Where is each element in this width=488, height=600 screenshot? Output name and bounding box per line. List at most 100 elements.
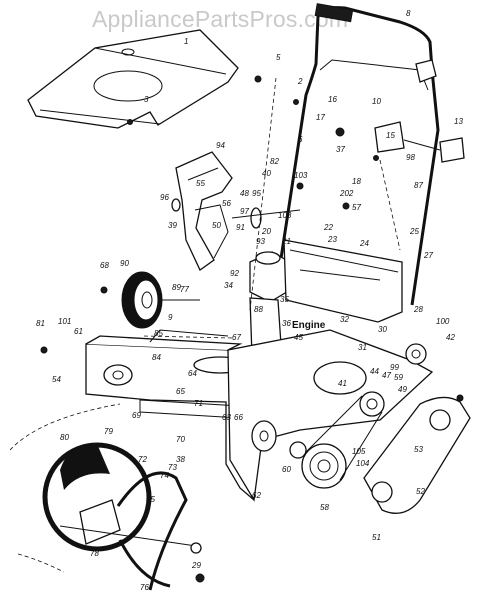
callout-3: 3 xyxy=(144,95,149,104)
callout-58: 58 xyxy=(320,503,329,512)
callout-37: 37 xyxy=(336,145,345,154)
callout-79: 79 xyxy=(104,427,113,436)
callout-94: 94 xyxy=(216,141,225,150)
callout-29: 29 xyxy=(191,561,201,570)
callout-50: 50 xyxy=(212,221,221,230)
callout-55: 55 xyxy=(196,179,205,188)
callout-98: 98 xyxy=(406,153,415,162)
callout-78: 78 xyxy=(90,549,99,558)
callout-8: 8 xyxy=(406,9,411,18)
callout-64: 64 xyxy=(188,369,197,378)
callout-45: 45 xyxy=(294,333,303,342)
callout-62: 62 xyxy=(252,491,261,500)
callout-68: 68 xyxy=(100,261,109,270)
callout-49: 49 xyxy=(398,385,407,394)
callout-22: 22 xyxy=(323,223,333,232)
callout-80: 80 xyxy=(60,433,69,442)
callout-108: 108 xyxy=(278,211,292,220)
callout-38: 38 xyxy=(176,455,185,464)
callout-70: 70 xyxy=(176,435,185,444)
callout-100: 100 xyxy=(436,317,450,326)
callout-31: 31 xyxy=(358,343,367,352)
callout-95: 95 xyxy=(252,189,261,198)
callout-18: 18 xyxy=(352,177,361,186)
callout-52: 52 xyxy=(416,487,425,496)
callout-104: 104 xyxy=(356,459,370,468)
callout-21: 21 xyxy=(281,237,291,246)
callout-61: 61 xyxy=(74,327,83,336)
callout-77: 77 xyxy=(180,285,189,294)
callout-87: 87 xyxy=(414,181,423,190)
callout-34: 34 xyxy=(224,281,233,290)
callout-89: 89 xyxy=(172,283,181,292)
callout-103: 103 xyxy=(294,171,308,180)
callout-30: 30 xyxy=(378,325,387,334)
callout-48: 48 xyxy=(240,189,249,198)
callout-202: 202 xyxy=(339,189,354,198)
callout-85: 85 xyxy=(154,329,163,338)
callout-40: 40 xyxy=(262,169,271,178)
callout-1: 1 xyxy=(184,37,188,46)
callout-66: 66 xyxy=(234,413,243,422)
callout-82: 82 xyxy=(270,157,279,166)
callout-42: 42 xyxy=(446,333,455,342)
callout-75: 75 xyxy=(146,495,155,504)
callout-63: 63 xyxy=(222,413,231,422)
callout-13: 13 xyxy=(454,117,463,126)
callout-9: 9 xyxy=(168,313,173,322)
callout-91: 91 xyxy=(236,223,245,232)
callout-41: 41 xyxy=(338,379,347,388)
callout-60: 60 xyxy=(282,465,291,474)
callout-101: 101 xyxy=(58,317,71,326)
callout-92: 92 xyxy=(230,269,239,278)
callout-16: 16 xyxy=(328,95,337,104)
callout-6: 6 xyxy=(298,135,303,144)
callout-28: 28 xyxy=(413,305,423,314)
callout-73: 73 xyxy=(168,463,177,472)
callout-74: 74 xyxy=(160,471,169,480)
callout-39: 39 xyxy=(168,221,177,230)
callout-54: 54 xyxy=(52,375,61,384)
callout-57: 57 xyxy=(352,203,361,212)
engine xyxy=(249,239,403,361)
callout-17: 17 xyxy=(316,113,325,122)
callout-59: 59 xyxy=(394,373,403,382)
pulleys-belts xyxy=(289,391,385,489)
callout-88: 88 xyxy=(254,305,263,314)
callout-65: 65 xyxy=(176,387,185,396)
top-cover xyxy=(27,29,239,129)
callout-15: 15 xyxy=(386,131,395,140)
callout-51: 51 xyxy=(372,533,381,542)
fasteners xyxy=(40,75,464,583)
callout-99: 99 xyxy=(390,363,399,372)
discharge-chute xyxy=(171,151,301,271)
callout-90: 90 xyxy=(120,259,129,268)
callout-10: 10 xyxy=(372,97,381,106)
wheel xyxy=(121,271,200,329)
callout-81: 81 xyxy=(36,319,45,328)
callout-35: 35 xyxy=(280,295,289,304)
callout-24: 24 xyxy=(359,239,369,248)
callout-5: 5 xyxy=(276,53,281,62)
belt-cover xyxy=(363,396,471,514)
engine-label: Engine xyxy=(292,320,326,331)
callout-32: 32 xyxy=(340,315,349,324)
callout-93: 93 xyxy=(256,237,265,246)
frame xyxy=(227,329,434,502)
callout-76: 76 xyxy=(140,583,149,592)
watermark: AppliancePartsPros.com xyxy=(92,6,349,32)
callout-27: 27 xyxy=(423,251,433,260)
callout-97: 97 xyxy=(240,207,249,216)
callout-84: 84 xyxy=(152,353,161,362)
callout-53: 53 xyxy=(414,445,423,454)
callout-67: 67 xyxy=(232,333,241,342)
callout-2: 2 xyxy=(297,77,303,86)
callout-23: 23 xyxy=(327,235,337,244)
callout-44: 44 xyxy=(370,367,379,376)
callout-25: 25 xyxy=(409,227,419,236)
callout-56: 56 xyxy=(222,199,231,208)
guide-lines xyxy=(9,77,401,573)
